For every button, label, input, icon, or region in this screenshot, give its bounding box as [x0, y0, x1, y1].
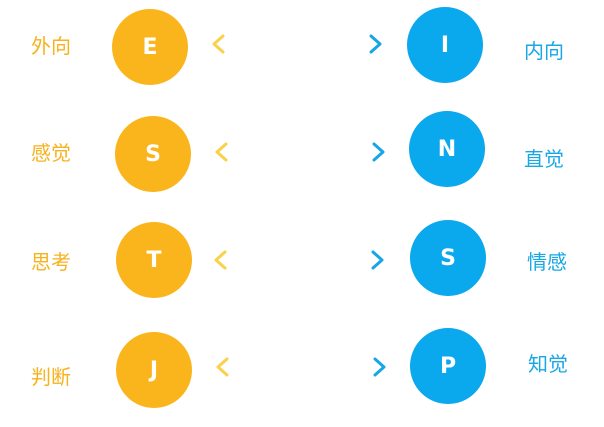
right-circle-4: P	[410, 328, 486, 404]
right-circle-3: S	[410, 220, 486, 296]
right-label-4: 知觉	[528, 352, 568, 376]
right-circle-2: N	[409, 111, 485, 187]
double-arrow-icon	[214, 250, 384, 270]
left-circle-1: E	[112, 9, 188, 85]
double-arrow-icon	[212, 34, 382, 54]
double-arrow-icon	[216, 357, 386, 377]
right-label-1: 内向	[524, 39, 564, 63]
left-label-3: 思考	[31, 250, 71, 274]
left-label-4: 判断	[31, 365, 71, 389]
left-label-2: 感觉	[31, 141, 71, 165]
left-circle-3: T	[116, 222, 192, 298]
right-circle-1: I	[407, 7, 483, 83]
right-label-2: 直觉	[524, 147, 564, 171]
left-circle-2: S	[115, 116, 191, 192]
right-label-3: 情感	[527, 250, 567, 274]
left-label-1: 外向	[31, 34, 71, 58]
left-circle-4: J	[116, 332, 192, 408]
double-arrow-icon	[215, 142, 385, 162]
